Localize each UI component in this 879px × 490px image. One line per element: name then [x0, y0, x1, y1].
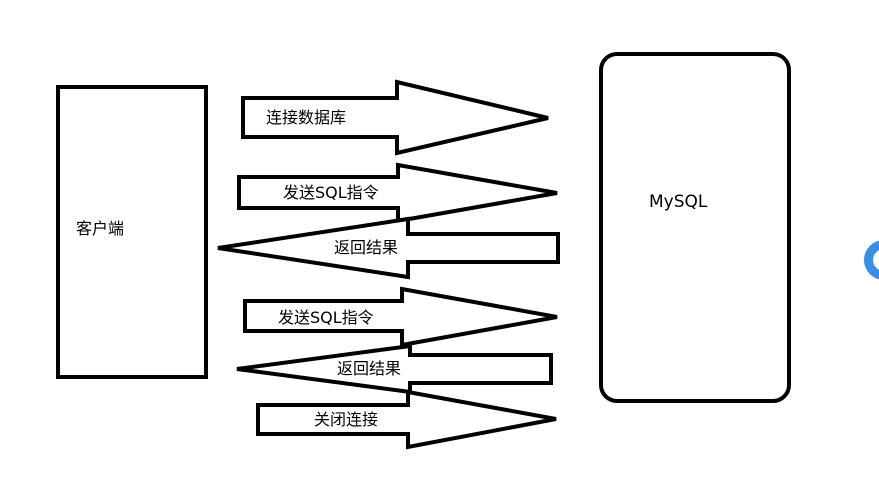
mysql-server-box: MySQL — [599, 52, 791, 403]
mysql-label: MySQL — [649, 192, 708, 212]
arrow-return-result-2 — [236, 343, 553, 395]
arrow-send-sql-2 — [243, 286, 558, 348]
arrow-label-close-connection: 关闭连接 — [314, 410, 379, 429]
arrow-label-return-result-1: 返回结果 — [334, 238, 399, 257]
client-label: 客户端 — [76, 219, 125, 238]
arrow-send-sql-1 — [237, 162, 558, 224]
arrow-label-send-sql-2: 发送SQL指令 — [278, 308, 374, 327]
arrow-label-connect-database: 连接数据库 — [266, 108, 347, 127]
client-box: 客户端 — [56, 85, 208, 379]
arrow-close-connection — [256, 389, 557, 450]
arrow-label-return-result-2: 返回结果 — [337, 359, 402, 378]
floating-assistant-icon[interactable] — [864, 240, 879, 280]
arrow-return-result-1 — [217, 216, 560, 280]
arrow-connect-database — [241, 79, 549, 156]
arrow-label-send-sql-1: 发送SQL指令 — [283, 183, 379, 202]
